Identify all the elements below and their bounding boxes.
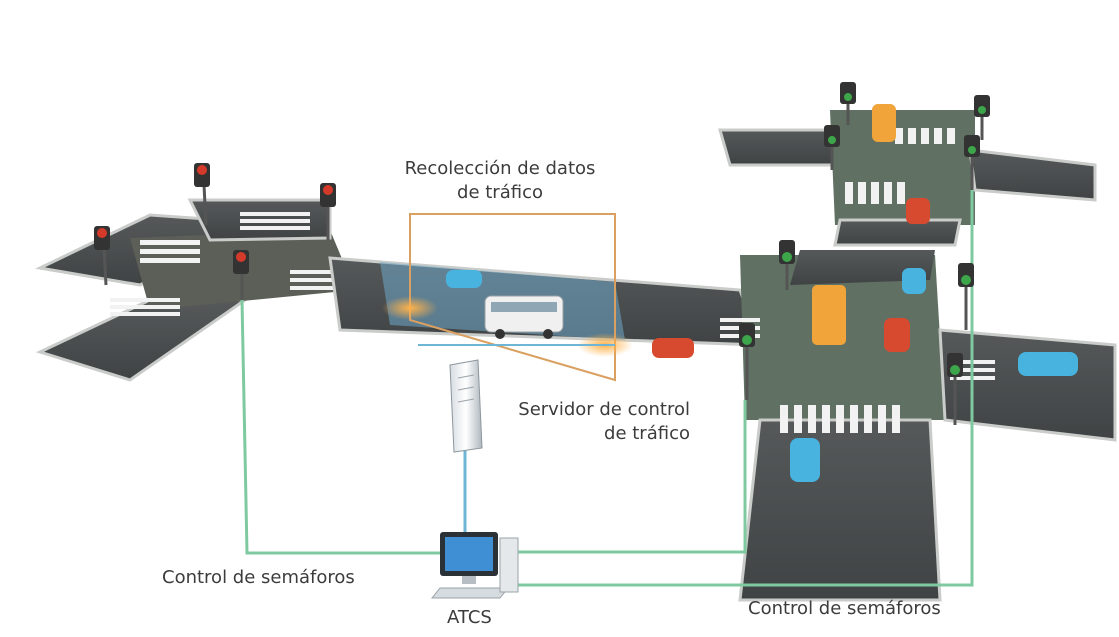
line-right-signal-1 <box>518 400 747 554</box>
car-blue-main <box>446 270 482 288</box>
car-red-main <box>652 338 694 358</box>
bus <box>484 295 564 339</box>
signal-upper-1 <box>840 82 856 125</box>
right-lower-intersection <box>720 250 1117 602</box>
signal-left-3 <box>94 226 110 286</box>
car-blue-lower-2 <box>790 438 820 482</box>
line-right-signal-2 <box>518 160 974 587</box>
signal-upper-2 <box>974 95 990 140</box>
right-upper-road-east <box>968 148 1097 202</box>
car-red-lower <box>884 318 910 352</box>
right-lower-road-south <box>738 418 942 602</box>
label-data-collection-line1: Recolección de datos <box>404 158 596 179</box>
right-upper-box <box>830 110 975 225</box>
label-data-collection: Recolección de datos de tráfico <box>370 157 630 205</box>
signal-upper-4 <box>964 135 980 190</box>
right-lower-road-north <box>790 250 935 285</box>
right-upper-road-south <box>833 218 962 247</box>
signal-left-4 <box>233 250 249 300</box>
signal-right-2 <box>739 323 755 400</box>
right-lower-road-east <box>938 328 1117 442</box>
car-red-upper <box>906 198 930 224</box>
signal-left-2 <box>320 183 336 240</box>
server-icon <box>449 359 483 453</box>
signal-right-4 <box>947 353 963 425</box>
car-blue-lower-1 <box>902 268 926 294</box>
data-collection-box <box>409 213 616 382</box>
signal-right-3 <box>958 263 974 330</box>
signal-left-1 <box>194 163 210 226</box>
left-crosswalks <box>110 212 340 316</box>
right-upper-road-west <box>718 128 842 167</box>
line-left-signal <box>240 299 450 555</box>
left-intersection <box>35 198 355 382</box>
label-server: Servidor de control de tráfico <box>470 398 690 446</box>
label-server-line1: Servidor de control <box>518 399 690 420</box>
car-orange-upper <box>872 104 896 142</box>
right-upper-crosswalks <box>845 128 955 204</box>
signal-upper-3 <box>824 125 840 170</box>
bus-orange <box>812 285 846 345</box>
label-data-collection-line2: de tráfico <box>457 182 543 203</box>
computer-icon <box>430 532 519 599</box>
label-server-line2: de tráfico <box>604 423 690 444</box>
car-blue-lower-3 <box>1018 352 1078 376</box>
label-signal-control-left: Control de semáforos <box>162 567 355 588</box>
right-upper-intersection <box>718 104 1097 247</box>
traffic-signals <box>94 82 990 425</box>
signal-right-1 <box>779 240 795 290</box>
label-atcs: ATCS <box>447 607 492 628</box>
sensor-glow-left <box>382 296 438 320</box>
network-lines <box>240 160 974 587</box>
label-signal-control-right: Control de semáforos <box>748 598 941 619</box>
